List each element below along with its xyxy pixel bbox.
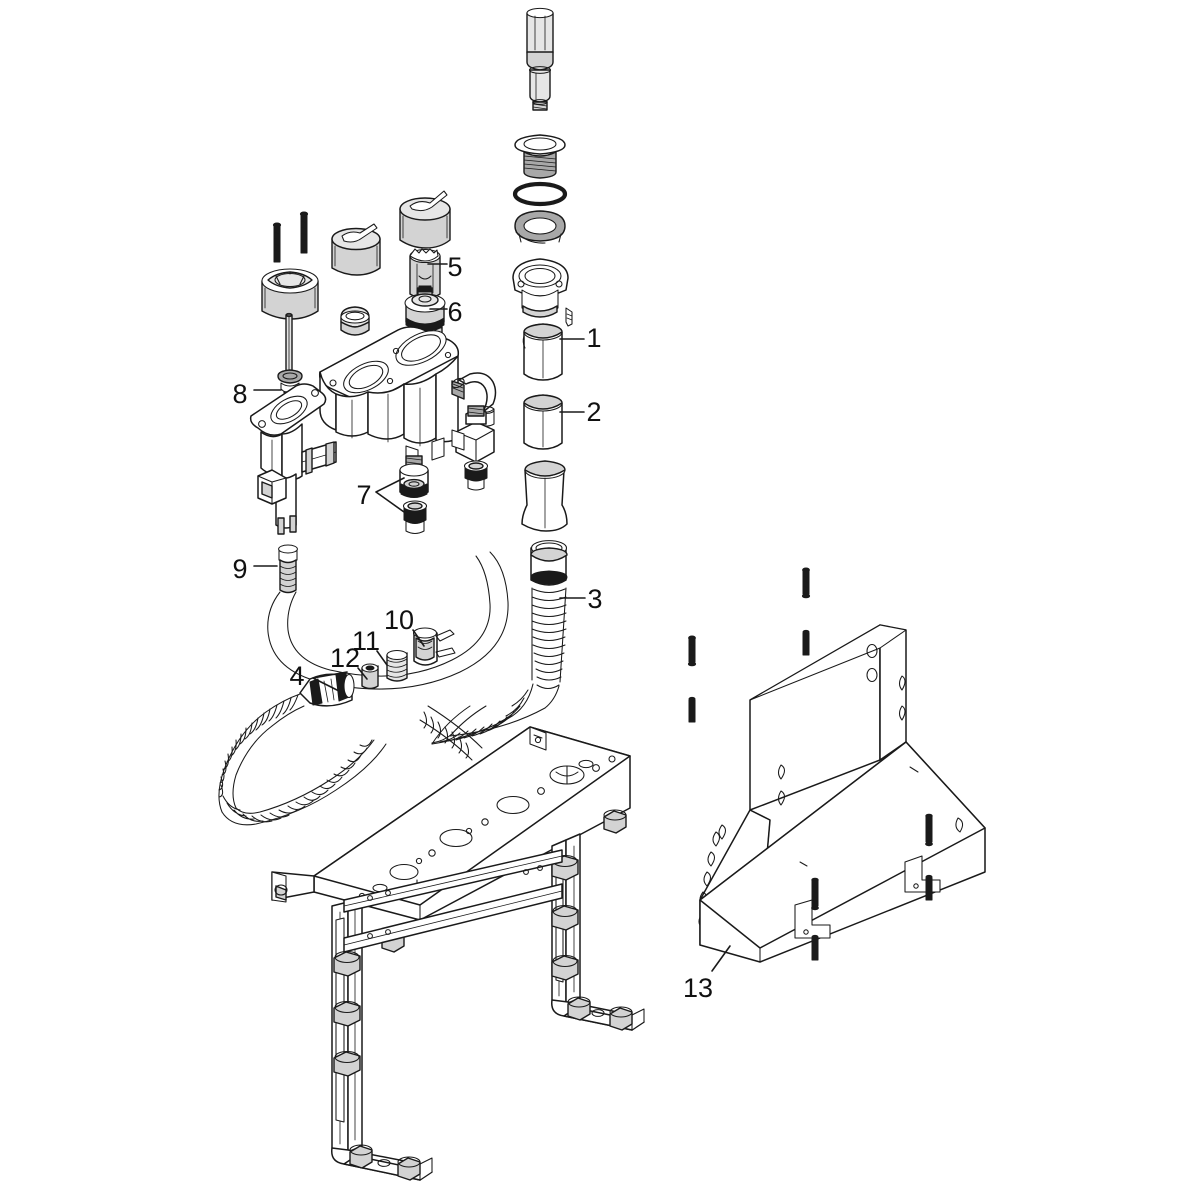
- callout-11: 11: [352, 626, 388, 666]
- group-cartridge: [261, 190, 451, 403]
- frame-leg-left: [331, 895, 433, 1181]
- spout-tube: [526, 7, 554, 111]
- bracket-screw-b: [687, 635, 697, 667]
- bracket-screw-a: [801, 567, 811, 599]
- callout-number-12: 12: [330, 643, 360, 673]
- sealing-ring: [361, 663, 379, 690]
- plate-left-arm: [271, 871, 315, 903]
- foot-bolt-r1: [567, 996, 591, 1021]
- callout-7: 7: [356, 477, 405, 513]
- elbow-fitting: [451, 372, 497, 427]
- assembly-screw-right: [299, 211, 309, 254]
- handle-cap-small: [331, 223, 381, 276]
- leg-bolt-l3: [333, 1050, 361, 1077]
- plate-bolt-right: [603, 809, 627, 834]
- callout-number-4: 4: [289, 661, 304, 691]
- foot-bolt-l2: [397, 1156, 421, 1181]
- callout-leader-12: [357, 667, 368, 680]
- callout-number-7: 7: [356, 480, 371, 510]
- o-ring: [512, 181, 568, 207]
- callout-leader-11: [376, 650, 388, 666]
- callout-number-9: 9: [232, 554, 247, 584]
- callout-8: 8: [232, 379, 282, 409]
- assembly-screw-left: [272, 222, 282, 263]
- check-valve-lower-7: [402, 500, 428, 535]
- callout-leader-7: [375, 477, 405, 513]
- callout-1: 1: [559, 323, 602, 353]
- callout-number-1: 1: [586, 323, 601, 353]
- callout-leader-4: [312, 671, 348, 695]
- callout-4: 4: [289, 661, 348, 695]
- spout-thread: [532, 103, 548, 110]
- bracket-pin-a: [802, 629, 810, 656]
- callout-10: 10: [384, 605, 425, 647]
- group-mounting-frame: [271, 726, 645, 1181]
- callout-3: 3: [559, 584, 603, 614]
- spout-flange: [514, 134, 566, 179]
- mounting-base: [512, 258, 573, 327]
- check-valve-lower: [463, 460, 489, 491]
- callout-leader-13: [711, 945, 731, 972]
- callout-number-5: 5: [447, 252, 462, 282]
- bracket-pin-c: [925, 874, 933, 901]
- hose-nipple: [278, 544, 298, 594]
- foot-bolt-r2: [609, 1006, 633, 1031]
- plug-cap: [340, 306, 370, 336]
- shaped-gasket: [514, 210, 566, 244]
- group-valve-body: [249, 326, 497, 594]
- socket-adapter: [261, 268, 319, 320]
- callout-12: 12: [330, 643, 368, 680]
- callout-13: 13: [683, 945, 731, 1003]
- hose-tail-center: [431, 705, 487, 745]
- bracket-screw-c: [925, 813, 933, 847]
- spindle-rod: [285, 312, 293, 376]
- valve-body-topplate: [318, 326, 460, 402]
- callout-number-3: 3: [587, 584, 602, 614]
- frame-cross-rail: [343, 849, 563, 953]
- callout-number-6: 6: [447, 297, 462, 327]
- threaded-nipple: [386, 649, 408, 682]
- leg-bolt-l2: [333, 1000, 361, 1027]
- bracket-back-panel: [749, 624, 907, 811]
- bracket-base-plate: [699, 741, 986, 963]
- handle-cap-large: [399, 190, 451, 249]
- callout-number-2: 2: [586, 397, 601, 427]
- callout-number-10: 10: [384, 605, 414, 635]
- callout-6: 6: [429, 297, 463, 327]
- callout-leader-10: [412, 629, 425, 647]
- foot-bolt-l1: [349, 1144, 373, 1169]
- extension-sleeve-mid: [523, 394, 563, 450]
- callout-9: 9: [232, 554, 278, 584]
- callout-2: 2: [559, 397, 602, 427]
- group-spout-stack: [512, 7, 573, 327]
- frame-leg-right: [551, 833, 645, 1031]
- bracket-pin-d: [811, 934, 819, 961]
- callout-5: 5: [427, 252, 463, 282]
- corrugated-hose-lower: [218, 693, 483, 826]
- callout-number-8: 8: [232, 379, 247, 409]
- bracket-pin-b: [688, 696, 696, 723]
- check-valve-upper: [399, 455, 429, 498]
- callout-number-13: 13: [683, 973, 713, 1003]
- angle-stop-fitting: [451, 405, 495, 491]
- check-valve-pair: [399, 455, 429, 535]
- bracket-screw-d: [811, 877, 819, 911]
- valve-body-shell: [319, 355, 459, 447]
- extension-sleeve-short: [522, 323, 563, 381]
- group-support-bracket: [687, 567, 986, 963]
- callout-number-11: 11: [352, 626, 380, 656]
- left-inlet-column: [249, 383, 337, 535]
- leg-bolt-r2: [551, 904, 579, 931]
- extension-sleeve-tall: [521, 460, 568, 532]
- leg-bolt-r3: [551, 954, 579, 981]
